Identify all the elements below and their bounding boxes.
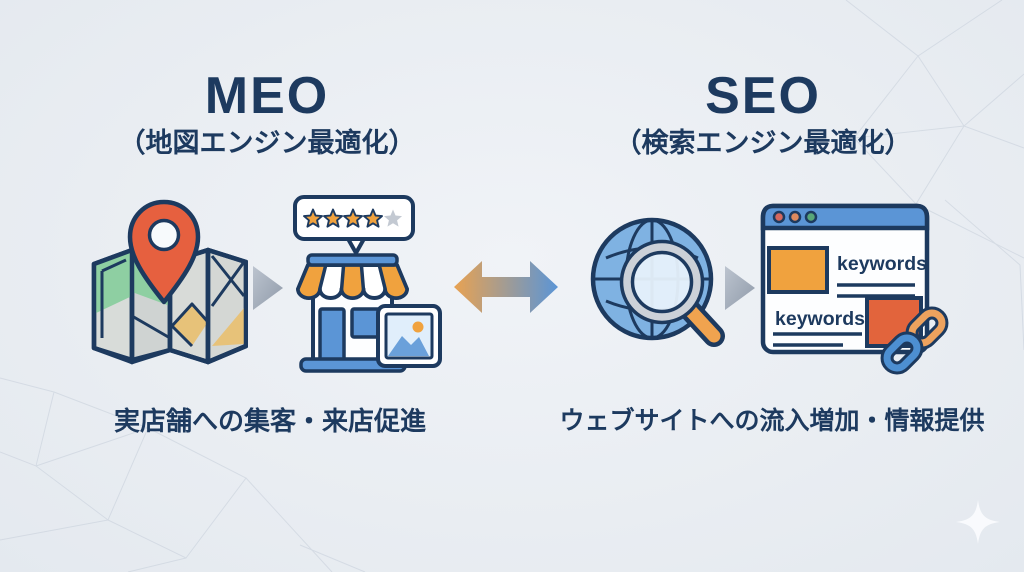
storefront-icon [293,195,442,373]
browser-dot-icon [804,210,818,224]
rating-bubble [293,195,415,255]
seo-subtitle: （検索エンジン最適化） [614,128,912,158]
magnifying-glass-icon [619,239,725,347]
browser-dot-icon [772,210,786,224]
seo-caption: ウェブサイトへの流入増加・情報提供 [559,407,985,435]
photo-icon [376,304,442,368]
star-icon [303,208,323,228]
chain-link-icon [880,306,949,375]
triangle-arrow-icon [253,266,283,310]
star-icon [323,208,343,228]
bidirectional-arrow-icon [454,261,558,313]
map-icon [91,199,248,365]
star-icon [383,209,403,227]
browser-dot-icon [788,210,802,224]
browser-window-icon: keywords keywords [760,203,949,375]
keyword-label: keywords [837,253,927,275]
meo-subtitle: （地図エンジン最適化） [118,128,416,158]
store-door [318,307,346,363]
star-icon [363,208,383,228]
seo-title: SEO [705,67,821,125]
location-pin-icon [127,199,201,305]
keyword-label: keywords [775,308,865,330]
meo-title: MEO [204,67,330,125]
globe-icon [590,217,725,347]
triangle-arrow-icon [725,266,755,310]
sparkle-icon [956,500,1000,544]
keyword-block [767,246,829,294]
rating-stars-icon [303,208,403,228]
meo-caption: 実店舗への集客・来店促進 [113,406,426,436]
star-icon [343,208,363,228]
